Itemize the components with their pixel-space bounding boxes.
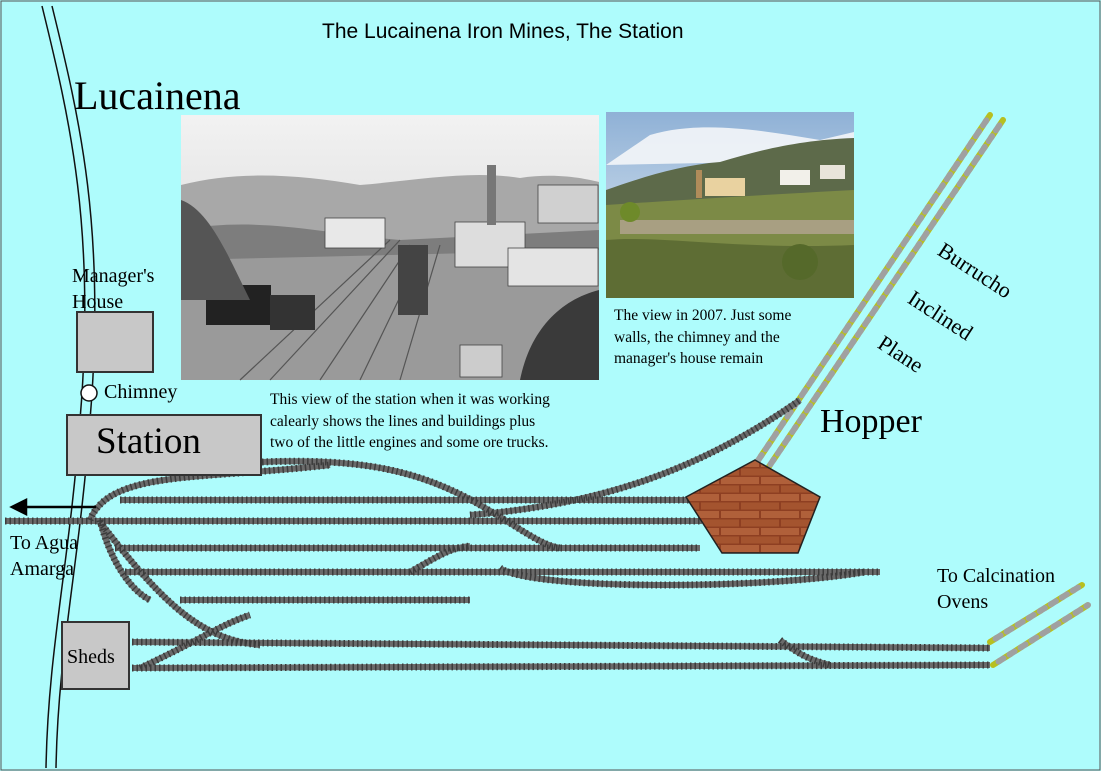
chimney-label: Chimney bbox=[104, 381, 178, 403]
railway-tracks bbox=[5, 397, 991, 672]
managers-house-label-line1: Manager's bbox=[72, 265, 155, 287]
to-calcination-ovens-label: To Calcination Ovens bbox=[937, 563, 1055, 615]
modern-caption-line1: The view in 2007. Just some bbox=[614, 307, 792, 324]
historic-station-photo bbox=[181, 115, 599, 381]
modern-photo-caption: The view in 2007. Just some walls, the c… bbox=[614, 305, 791, 370]
sheds-building bbox=[61, 621, 130, 690]
hopper-building bbox=[684, 459, 821, 554]
to-calcination-ovens-line1: To Calcination bbox=[937, 565, 1056, 587]
managers-house-label-line2: House bbox=[72, 291, 124, 313]
modern-station-photo bbox=[606, 112, 854, 298]
station-building bbox=[66, 414, 262, 476]
town-name: Lucainena bbox=[74, 73, 241, 118]
historic-caption-line3: two of the little engines and some ore t… bbox=[270, 434, 549, 451]
to-calcination-ovens-line2: Ovens bbox=[937, 591, 989, 613]
station-label: Station bbox=[96, 421, 201, 462]
modern-caption-line2: walls, the chimney and the bbox=[614, 328, 780, 346]
managers-house-building bbox=[76, 311, 154, 373]
to-agua-amarga-line1: To Agua bbox=[10, 532, 79, 554]
left-arrow bbox=[9, 497, 96, 517]
modern-caption-line3: manager's house remain bbox=[614, 350, 764, 367]
sheds-label: Sheds bbox=[67, 646, 115, 668]
to-agua-amarga-line2: Amarga bbox=[10, 558, 75, 580]
calcination-track bbox=[987, 582, 1091, 668]
map-title: The Lucainena Iron Mines, The Station bbox=[322, 20, 684, 43]
historic-caption-line1: This view of the station when it was wor… bbox=[270, 391, 550, 408]
chimney-marker bbox=[80, 384, 98, 402]
to-agua-amarga-label: To Agua Amarga bbox=[10, 530, 78, 582]
historic-caption-line2: calearly shows the lines and buildings p… bbox=[270, 412, 536, 430]
managers-house-label: Manager's House bbox=[72, 263, 154, 315]
historic-photo-caption: This view of the station when it was wor… bbox=[270, 389, 550, 454]
hopper-label: Hopper bbox=[820, 403, 922, 440]
